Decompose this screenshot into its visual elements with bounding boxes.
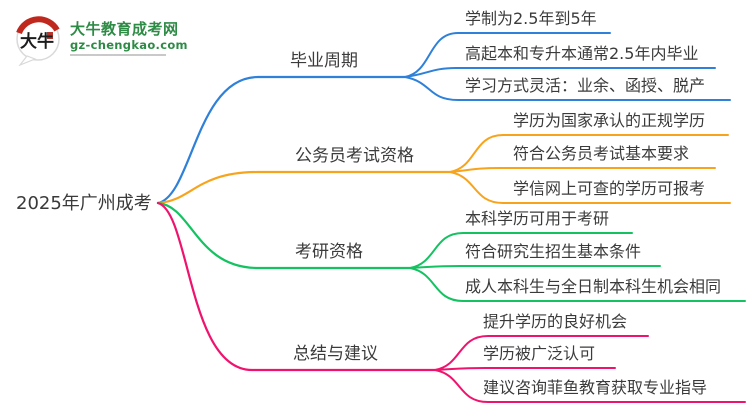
- branch-lines-graduation-cycle: [156, 32, 731, 205]
- branch-node-summary[interactable]: 总结与建议: [293, 344, 378, 364]
- branch-node-graduation-cycle[interactable]: 毕业周期: [290, 51, 358, 71]
- logo-icon-text: 大牛: [20, 31, 54, 52]
- branch-lines-summary: [156, 201, 746, 403]
- leaf-node[interactable]: 成人本科生与全日制本科生机会相同: [465, 277, 722, 296]
- leaf-node[interactable]: 学历被广泛认可: [483, 344, 596, 363]
- site-logo[interactable]: 大牛 大牛教育成考网 gz-chengkao.com: [12, 10, 192, 66]
- leaf-node[interactable]: 学制为2.5年到5年: [465, 9, 597, 28]
- leaf-node[interactable]: 高起本和专升本通常2.5年内毕业: [465, 44, 699, 63]
- branch-lines-civil-service: [156, 134, 731, 205]
- logo-divider: [70, 54, 166, 56]
- daniu-logo-icon: 大牛: [16, 16, 60, 66]
- leaf-node[interactable]: 建议咨询菲鱼教育获取专业指导: [483, 378, 708, 397]
- leaf-node[interactable]: 本科学历可用于考研: [465, 209, 610, 228]
- leaf-node[interactable]: 符合公务员考试基本要求: [513, 144, 690, 163]
- branch-lines-postgraduate: [156, 201, 746, 302]
- root-node[interactable]: 2025年广州成考: [16, 193, 152, 214]
- leaf-node[interactable]: 提升学历的良好机会: [483, 312, 628, 331]
- leaf-node[interactable]: 学历为国家承认的正规学历: [513, 111, 706, 130]
- leaf-node[interactable]: 学习方式灵活：业余、函授、脱产: [465, 76, 706, 95]
- site-domain[interactable]: gz-chengkao.com: [70, 38, 188, 52]
- leaf-node[interactable]: 学信网上可查的学历可报考: [513, 179, 706, 198]
- leaf-node[interactable]: 符合研究生招生基本条件: [465, 242, 642, 261]
- branch-node-civil-service[interactable]: 公务员考试资格: [295, 146, 414, 166]
- branch-node-postgraduate[interactable]: 考研资格: [295, 242, 363, 262]
- site-name[interactable]: 大牛教育成考网: [70, 20, 179, 38]
